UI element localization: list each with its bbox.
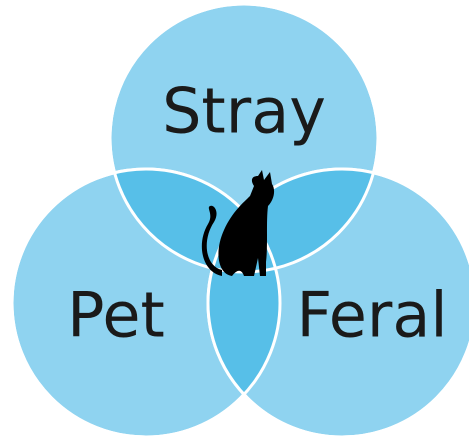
label-feral: Feral bbox=[296, 279, 447, 352]
label-pet: Pet bbox=[67, 279, 165, 352]
overlap-stray-pet bbox=[110, 169, 280, 272]
overlap-stray-feral bbox=[208, 169, 378, 272]
outline-feral bbox=[206, 167, 469, 439]
cat-silhouette-icon bbox=[201, 170, 275, 276]
label-stray: Stray bbox=[162, 75, 326, 148]
outline-pet bbox=[10, 167, 282, 439]
